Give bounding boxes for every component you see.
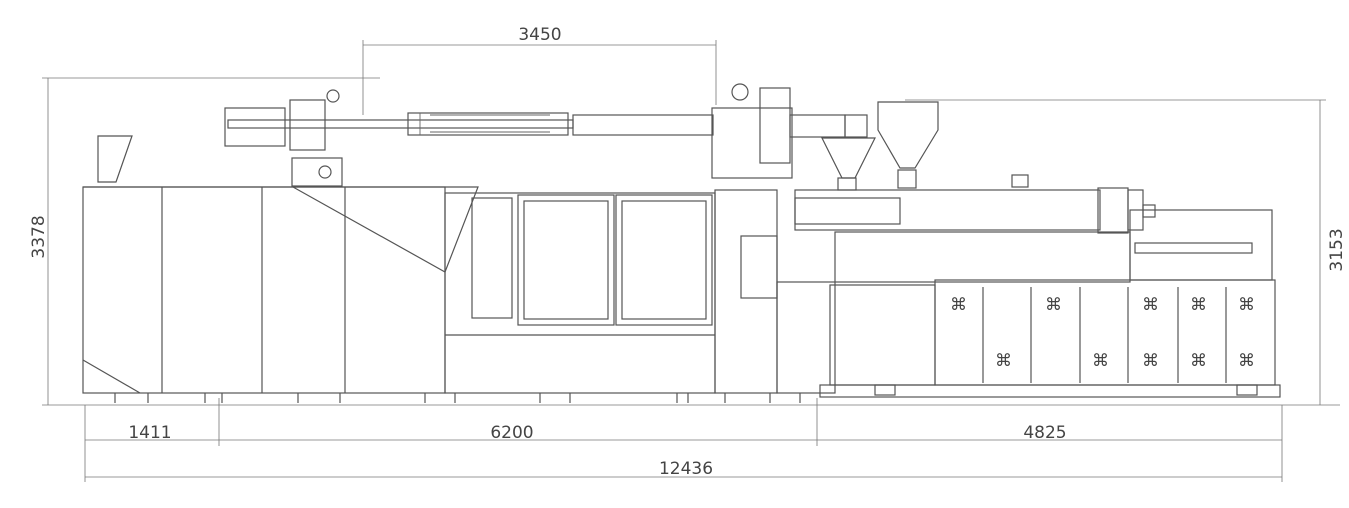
svg-text:⌘: ⌘	[1142, 295, 1159, 315]
dim-12436: 12436	[659, 459, 713, 479]
injection-unit	[794, 174, 1273, 283]
dimension-right-height: 3153	[905, 99, 1347, 405]
dim-1411: 1411	[128, 423, 171, 443]
vent-icons: ⌘ ⌘ ⌘ ⌘ ⌘ ⌘ ⌘ ⌘ ⌘ ⌘	[950, 295, 1255, 371]
dim-3153: 3153	[1327, 228, 1347, 271]
svg-text:⌘: ⌘	[1190, 295, 1207, 315]
svg-text:⌘: ⌘	[1142, 351, 1159, 371]
svg-text:⌘: ⌘	[1238, 351, 1255, 371]
leveling-feet	[114, 393, 801, 403]
svg-text:⌘: ⌘	[995, 351, 1012, 371]
dim-6200: 6200	[490, 423, 533, 443]
svg-text:⌘: ⌘	[1045, 295, 1062, 315]
clamping-unit-base	[82, 135, 479, 394]
fixed-platen	[711, 83, 868, 394]
dim-4825: 4825	[1023, 423, 1066, 443]
dim-3450: 3450	[518, 25, 561, 45]
svg-text:⌘: ⌘	[1190, 351, 1207, 371]
robot-arm	[224, 89, 714, 187]
dimension-bottom: 1411 6200 4825 12436	[84, 398, 1283, 482]
svg-text:⌘: ⌘	[1238, 295, 1255, 315]
safety-gate-panels	[444, 192, 716, 394]
injection-base-cabinets: ⌘ ⌘ ⌘ ⌘ ⌘ ⌘ ⌘ ⌘ ⌘ ⌘	[776, 279, 1281, 398]
dimension-left-height: 3378	[29, 77, 380, 405]
svg-text:⌘: ⌘	[950, 295, 967, 315]
dimension-top: 3450	[362, 25, 717, 115]
svg-text:⌘: ⌘	[1092, 351, 1109, 371]
dim-3378: 3378	[29, 215, 49, 258]
